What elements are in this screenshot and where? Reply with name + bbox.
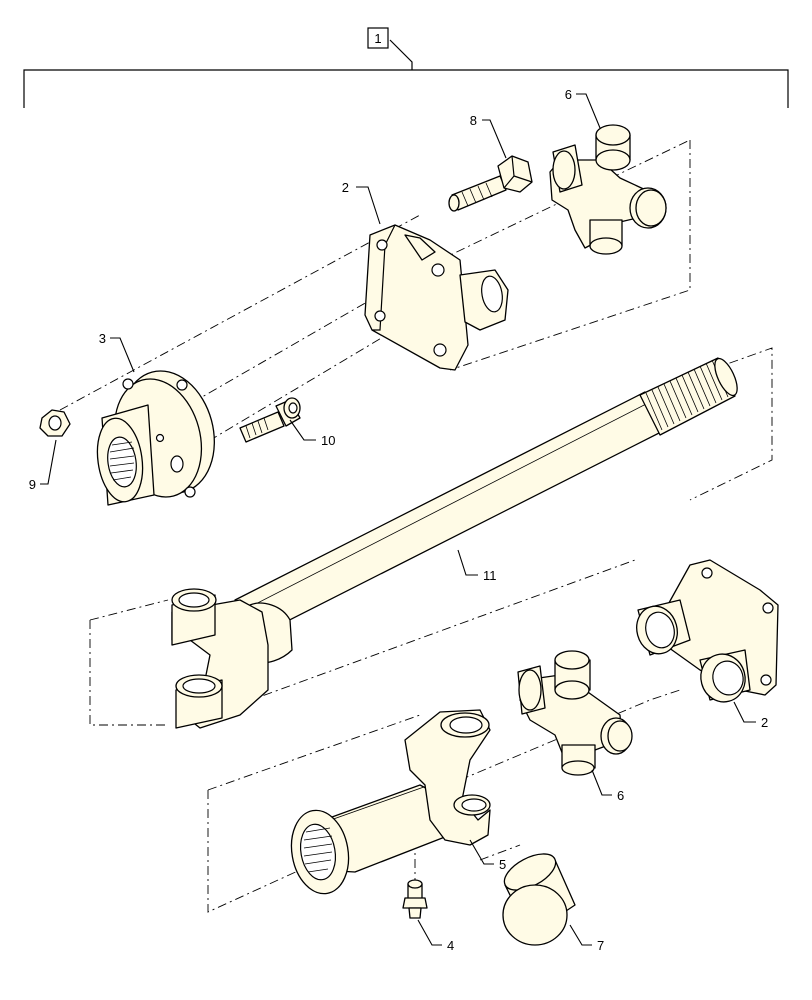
callout-8: 8: [470, 113, 477, 128]
callout-10: 10: [321, 433, 335, 448]
part-6-universal-cross-lower: [517, 650, 633, 776]
assembly-number-box: 1: [367, 27, 389, 49]
part-2-flange-yoke-upper: [364, 224, 509, 371]
callout-4: 4: [447, 938, 454, 953]
part-5-slip-yoke: [290, 709, 491, 895]
callout-6-upper: 6: [565, 87, 572, 102]
part-11-drive-shaft: [171, 357, 738, 729]
part-10-socket-screw: [239, 397, 301, 443]
callout-7: 7: [597, 938, 604, 953]
part-7-bearing-cap: [502, 853, 576, 946]
part-6-universal-cross-upper: [549, 124, 667, 255]
callout-2-upper: 2: [342, 180, 349, 195]
assembly-number: 1: [374, 31, 381, 46]
callout-6-lower: 6: [617, 788, 624, 803]
callout-3: 3: [99, 331, 106, 346]
callout-11: 11: [483, 568, 497, 583]
part-9-nut: [39, 409, 71, 437]
callout-2-lower: 2: [761, 715, 768, 730]
part-8-hex-bolt: [448, 155, 533, 212]
callout-5: 5: [499, 857, 506, 872]
part-2-flange-yoke-lower: [636, 559, 779, 703]
part-4-grease-fitting: [402, 879, 428, 919]
callout-labels: 2 3 8 6 9 10 11 2 6 5 4 7: [29, 87, 768, 953]
assembly-bracket: [23, 39, 789, 108]
leader-lines: [40, 93, 756, 946]
part-3-flange-hub: [96, 370, 215, 506]
callout-9: 9: [29, 477, 36, 492]
